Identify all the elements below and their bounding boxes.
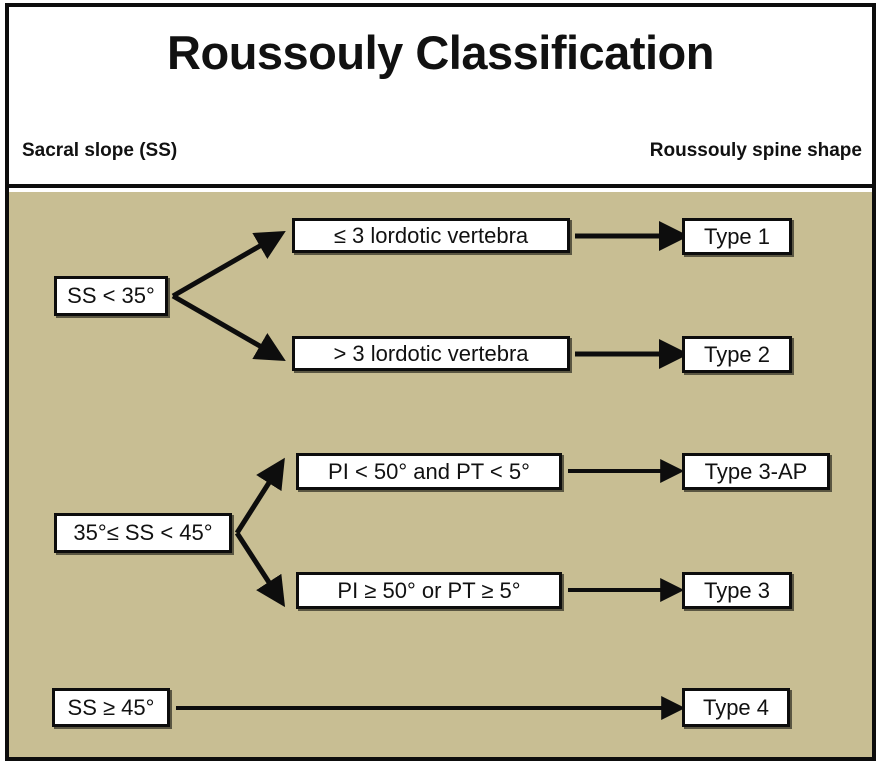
condition-box-ss-ge-45[interactable]: SS ≥ 45° [52, 688, 170, 727]
criterion-box-le-3-lordotic-vertebra[interactable]: ≤ 3 lordotic vertebra [292, 218, 570, 253]
column-label-sacral-slope: Sacral slope (SS) [22, 140, 178, 161]
result-box-type-2[interactable]: Type 2 [682, 336, 792, 373]
column-label-spine-shape: Roussouly spine shape [649, 140, 862, 161]
result-box-type-3[interactable]: Type 3 [682, 572, 792, 609]
result-box-type-4[interactable]: Type 4 [682, 688, 790, 727]
figure-header-band [9, 7, 872, 188]
criterion-box-gt-3-lordotic-vertebra[interactable]: > 3 lordotic vertebra [292, 336, 570, 371]
criterion-box-pi-ge-50-or-pt-ge-5[interactable]: PI ≥ 50° or PT ≥ 5° [296, 572, 562, 609]
criterion-box-pi-lt-50-and-pt-lt-5[interactable]: PI < 50° and PT < 5° [296, 453, 562, 490]
result-box-type-3-ap[interactable]: Type 3-AP [682, 453, 830, 490]
condition-box-ss-35-to-45[interactable]: 35°≤ SS < 45° [54, 513, 232, 553]
result-box-type-1[interactable]: Type 1 [682, 218, 792, 255]
condition-box-ss-lt-35[interactable]: SS < 35° [54, 276, 168, 316]
page-title: Roussouly Classification [167, 26, 714, 79]
